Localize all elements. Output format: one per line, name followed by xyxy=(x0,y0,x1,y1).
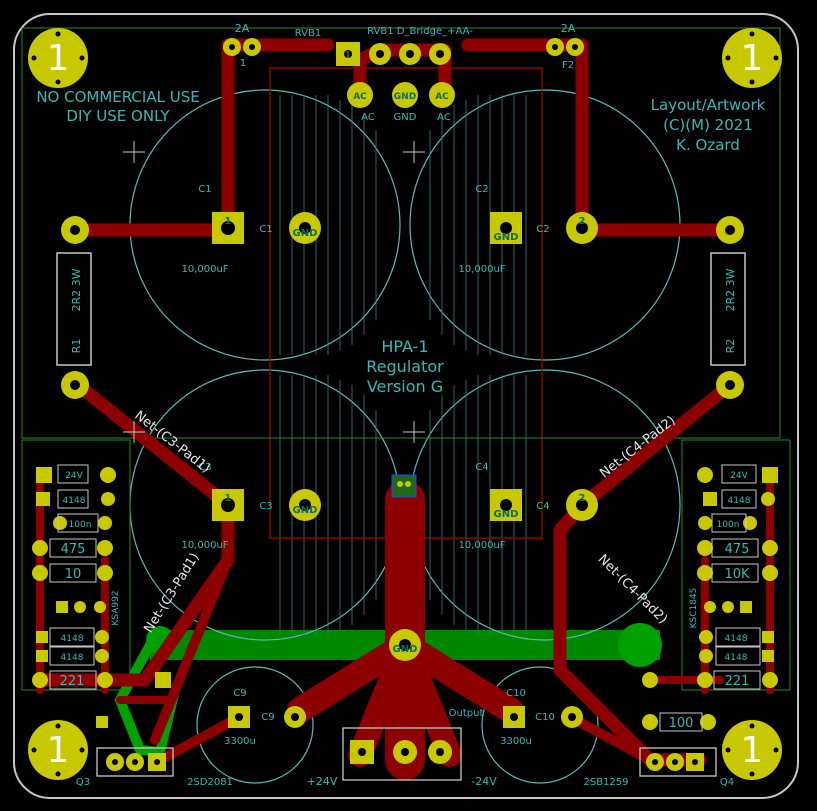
c4-ref: C4 xyxy=(475,462,488,473)
q4-ref: Q4 xyxy=(720,777,734,788)
q3-part: 2SD2081 xyxy=(187,777,233,788)
left-d2: 4148 xyxy=(61,634,84,644)
left-transistor: KSA992 xyxy=(111,590,121,625)
left-r2: 10 xyxy=(65,567,82,582)
q3-ref: Q3 xyxy=(76,777,90,788)
right-small-components xyxy=(642,464,778,732)
polarity-marks xyxy=(123,141,425,443)
c4-side: C4 xyxy=(536,501,549,512)
right-r4: 100 xyxy=(669,716,694,731)
board-title-3: Version G xyxy=(367,377,443,396)
module-outlines xyxy=(21,27,791,691)
right-r1: 475 xyxy=(725,542,750,557)
board-title-1: HPA-1 xyxy=(381,337,428,356)
bridge-pad-gnd: GND xyxy=(394,92,416,102)
capacitor-pads xyxy=(212,212,598,521)
c1-pad1: 1 xyxy=(225,216,232,227)
left-d3: 4148 xyxy=(61,653,84,663)
bridge-pad-ac2: AC xyxy=(435,92,449,102)
c1-value: 10,000uF xyxy=(181,264,228,275)
right-r3: 221 xyxy=(725,674,750,689)
fuse2-ref: F2 xyxy=(562,60,574,71)
c1-pad2: GND xyxy=(293,228,318,239)
transistor-pads xyxy=(96,747,717,777)
c10-value: 3300u xyxy=(500,736,532,747)
c3-pad1: 1 xyxy=(225,493,232,504)
c2-value: 10,000uF xyxy=(458,264,505,275)
left-small-components xyxy=(32,464,171,728)
credits-line-3: K. Ozard xyxy=(676,136,740,154)
credits-line-1: Layout/Artwork xyxy=(651,96,766,114)
bridge-pad1: 1 xyxy=(345,50,352,61)
right-transistor: KSC1845 xyxy=(689,588,699,629)
c2-pad1: GND xyxy=(494,232,519,243)
credits-line-2: (C)(M) 2021 xyxy=(663,116,753,134)
q4-part: 2SB1259 xyxy=(583,777,628,788)
output-plus: +24V xyxy=(307,775,338,788)
c3-ref: C3 xyxy=(198,462,211,473)
resistor-pad-holes xyxy=(70,225,735,390)
center-pads xyxy=(389,474,421,661)
left-r1: 475 xyxy=(61,542,86,557)
c3-side: C3 xyxy=(259,501,272,512)
board-title-2: Regulator xyxy=(366,357,444,376)
mounting-holes xyxy=(28,28,782,780)
mounting-hole-dots xyxy=(31,31,779,777)
r1-value: 2R2 3W xyxy=(70,268,83,311)
left-cap: 100n xyxy=(69,520,92,530)
resistor-bodies xyxy=(56,252,746,366)
fuse2-rating: 2A xyxy=(561,22,576,35)
c2-ref: C2 xyxy=(475,184,488,195)
right-d3: 4148 xyxy=(725,653,748,663)
right-d2: 4148 xyxy=(725,634,748,644)
c2-side: C2 xyxy=(536,224,549,235)
c9-value: 3300u xyxy=(224,736,256,747)
bridge-ac-right: AC xyxy=(437,112,451,123)
right-diode: 4148 xyxy=(728,496,751,506)
c3-value: 10,000uF xyxy=(181,540,228,551)
c4-pad1: GND xyxy=(494,509,519,520)
left-diode: 4148 xyxy=(63,496,86,506)
mounting-hole-labels: 1 1 1 1 xyxy=(47,38,764,771)
output-label: Output xyxy=(449,708,484,719)
left-r3: 221 xyxy=(60,674,85,689)
bridge-full: RVB1 D_Bridge_+AA- xyxy=(367,26,473,37)
c2-pad2: 2 xyxy=(579,216,586,227)
bridge-pad-ac1: AC xyxy=(353,92,367,102)
left-zener: 24V xyxy=(65,471,83,481)
c10-side: C10 xyxy=(535,712,555,723)
bridge-ac-left: AC xyxy=(361,112,375,123)
c4-value: 10,000uF xyxy=(458,540,505,551)
c3-pad2: GND xyxy=(293,505,318,516)
right-zener: 24V xyxy=(730,471,748,481)
c4-pad2: 2 xyxy=(579,493,586,504)
c1-side: C1 xyxy=(259,224,272,235)
mount-label-tl: 1 xyxy=(47,38,70,79)
r1-ref: R1 xyxy=(70,339,83,354)
mount-label-tr: 1 xyxy=(741,38,764,79)
mount-label-bl: 1 xyxy=(47,730,70,771)
bridge-ref: RVB1 xyxy=(295,28,321,39)
right-r2: 10K xyxy=(724,567,750,582)
c9-side: C9 xyxy=(261,712,274,723)
fuse1-ref: 1 xyxy=(240,58,246,69)
c9-ref: C9 xyxy=(233,688,246,699)
right-cap: 100n xyxy=(717,520,740,530)
notice-line-1: NO COMMERCIAL USE xyxy=(36,88,199,106)
r2-value: 2R2 3W xyxy=(724,268,737,311)
c1-ref: C1 xyxy=(198,184,211,195)
fuse1-rating: 2A xyxy=(235,22,250,35)
notice-line-2: DIY USE ONLY xyxy=(66,107,170,125)
center-gnd: GND xyxy=(393,644,418,655)
output-pads xyxy=(228,706,583,781)
fuse-bridge-pads xyxy=(223,38,584,108)
mount-label-br: 1 xyxy=(741,730,764,771)
c10-ref: C10 xyxy=(506,688,526,699)
output-minus: -24V xyxy=(471,775,497,788)
r2-ref: R2 xyxy=(724,339,737,354)
bridge-gnd: GND xyxy=(394,112,417,123)
